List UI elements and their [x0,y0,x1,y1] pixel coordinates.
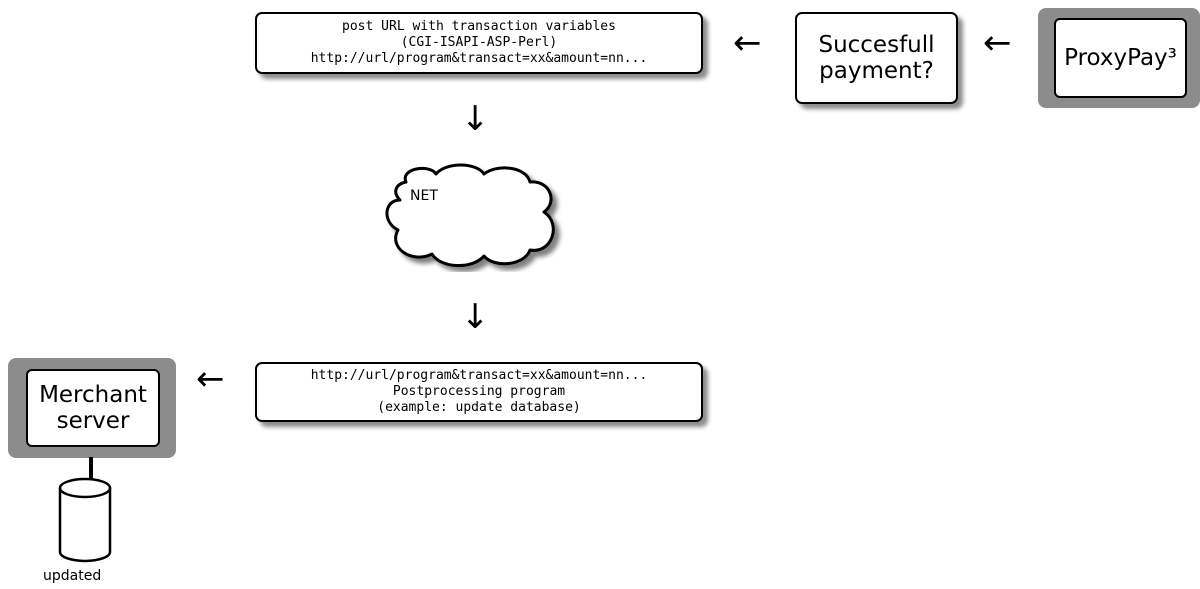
arrow-left-icon: ← [196,359,225,399]
url-post-box: post URL with transaction variables (CGI… [255,12,703,74]
arrow-left-icon: ← [733,23,762,63]
proxypay-label: ProxyPay³ [1064,45,1177,71]
payment-check-box: Succesfull payment? [795,12,958,104]
arrow-left-icon: ← [983,23,1012,63]
arrow-down-icon: ↓ [461,99,490,139]
proxypay-frame: ProxyPay³ [1038,8,1200,108]
proxypay-box: ProxyPay³ [1054,18,1187,98]
payment-check-line-2: payment? [819,58,934,84]
merchant-db-connector [89,457,93,479]
merchant-server-box: Merchant server [26,369,160,447]
database-icon [58,477,112,563]
merchant-line-2: server [56,408,130,434]
url-post-line-2: (CGI-ISAPI-ASP-Perl) [400,35,558,50]
merchant-frame: Merchant server [8,358,176,458]
url-post-line-3: http://url/program&transact=xx&amount=nn… [310,51,648,66]
postprocessing-line-2: Postprocessing program [392,384,566,399]
merchant-line-1: Merchant [39,382,147,408]
postprocessing-line-1: http://url/program&transact=xx&amount=nn… [310,368,648,383]
cloud-icon [385,163,555,268]
payment-check-line-1: Succesfull [818,32,935,58]
net-cloud: NET [380,160,570,272]
url-post-line-1: post URL with transaction variables [342,19,616,34]
postprocessing-box: http://url/program&transact=xx&amount=nn… [255,362,703,422]
arrow-down-icon: ↓ [461,297,490,337]
database [50,476,120,566]
net-label: NET [410,188,438,204]
database-caption: updated [43,568,102,584]
postprocessing-line-3: (example: update database) [377,400,581,415]
